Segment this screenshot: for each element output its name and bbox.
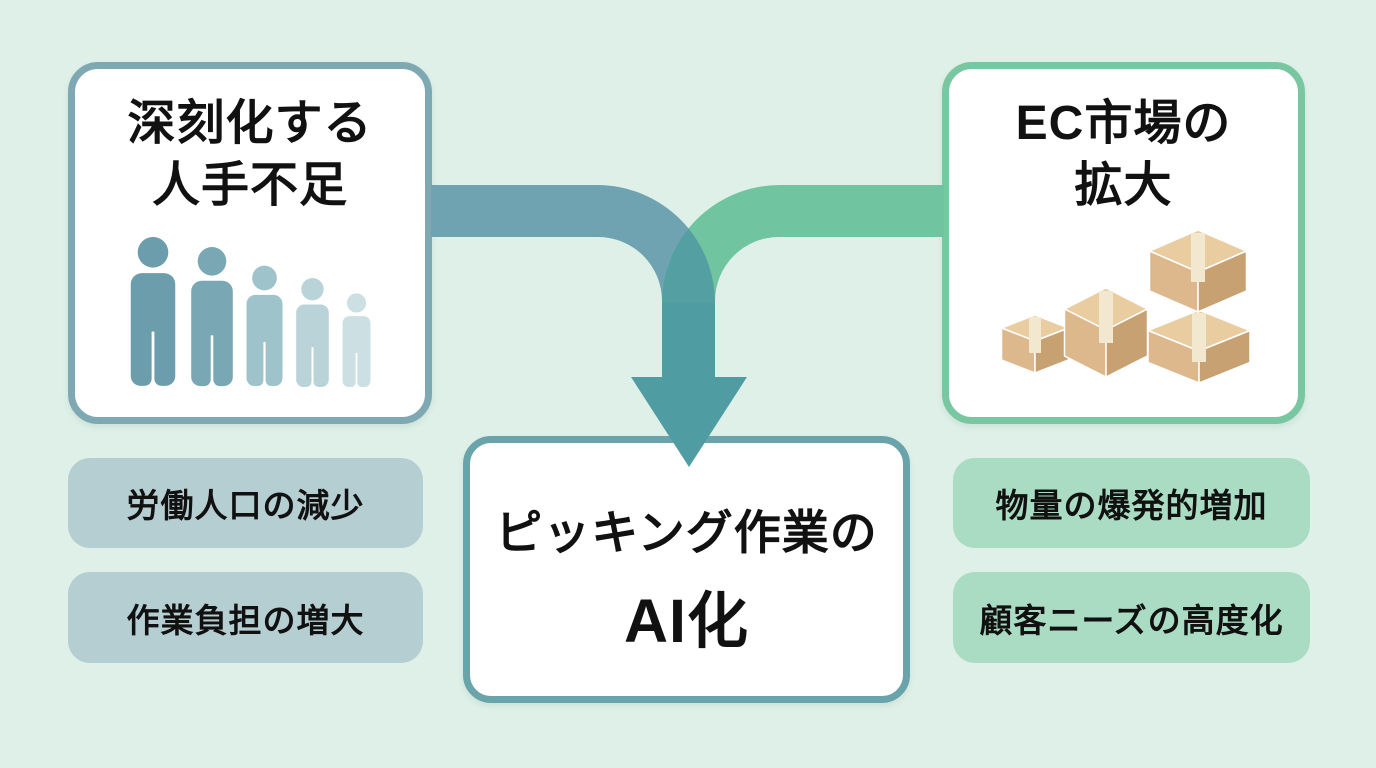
labor-shortage-title: 深刻化する 人手不足: [75, 69, 425, 218]
sub-box-labor-population-label: 労働人口の減少: [126, 487, 365, 524]
ec-market-title-line1: EC市場の: [1015, 97, 1232, 150]
arrow-overlap-lens: [662, 228, 715, 303]
labor-shortage-title-line1: 深刻化する: [127, 97, 373, 150]
sub-box-volume-increase: 物量の爆発的増加: [953, 458, 1310, 548]
sub-box-work-burden-label: 作業負担の増大: [126, 601, 365, 639]
labor-shortage-title-line2: 人手不足: [151, 159, 348, 213]
labor-shortage-box: 深刻化する 人手不足: [68, 62, 432, 424]
sub-box-work-burden: 作業負担の増大: [68, 572, 423, 663]
ai-picking-box: ピッキング作業の AI化: [463, 436, 910, 703]
sub-box-customer-needs-label: 顧客ニーズの高度化: [979, 601, 1284, 639]
sub-box-customer-needs: 顧客ニーズの高度化: [953, 572, 1310, 663]
ai-picking-line2: AI化: [623, 586, 749, 655]
ai-picking-line1: ピッキング作業の: [495, 505, 878, 559]
left-arrow-band: [431, 185, 715, 380]
ec-market-title: EC市場の 拡大: [949, 69, 1298, 218]
ec-market-box: EC市場の 拡大: [942, 62, 1305, 424]
right-arrow-band: [662, 185, 944, 380]
sub-box-labor-population: 労働人口の減少: [68, 458, 423, 548]
ec-market-title-line2: 拡大: [1074, 159, 1173, 213]
merge-arrows-graphic: [431, 185, 944, 467]
sub-box-volume-increase-label: 物量の爆発的増加: [995, 487, 1268, 524]
